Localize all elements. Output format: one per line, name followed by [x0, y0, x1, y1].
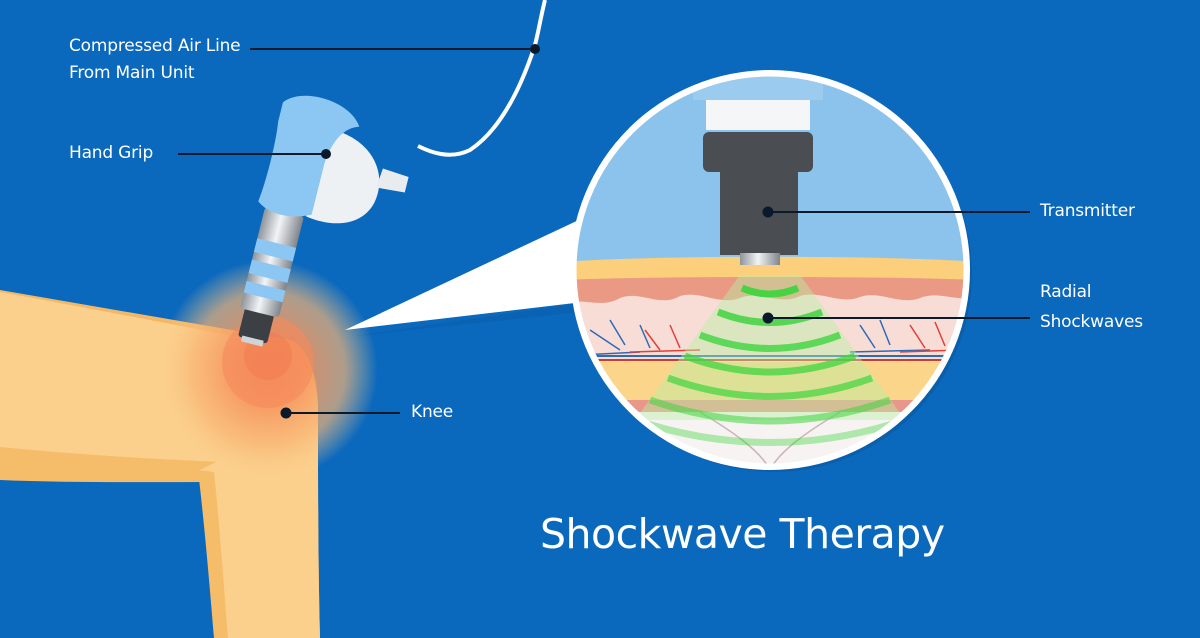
- label-air-line: Compressed Air Line From Main Unit: [69, 33, 241, 87]
- blood-vessels: [574, 319, 966, 361]
- label-air-line-2: From Main Unit: [69, 63, 195, 83]
- handpiece-illustration: [238, 95, 409, 347]
- shockwave-cone: [633, 275, 907, 446]
- label-radial-2: Shockwaves: [1040, 312, 1143, 332]
- leader-lines: [178, 44, 1030, 419]
- label-radial-1: Radial: [1040, 282, 1092, 302]
- air-line-cable: [417, 0, 547, 157]
- label-hand-grip: Hand Grip: [69, 143, 154, 163]
- label-radial-shockwaves: Radial Shockwaves: [1040, 277, 1143, 337]
- label-transmitter: Transmitter: [1040, 201, 1135, 221]
- label-knee: Knee: [411, 402, 454, 422]
- label-air-line-1: Compressed Air Line: [69, 36, 241, 56]
- diagram-title: Shockwave Therapy: [540, 510, 945, 558]
- callout-pointer: [345, 210, 600, 336]
- magnified-view: [570, 70, 972, 472]
